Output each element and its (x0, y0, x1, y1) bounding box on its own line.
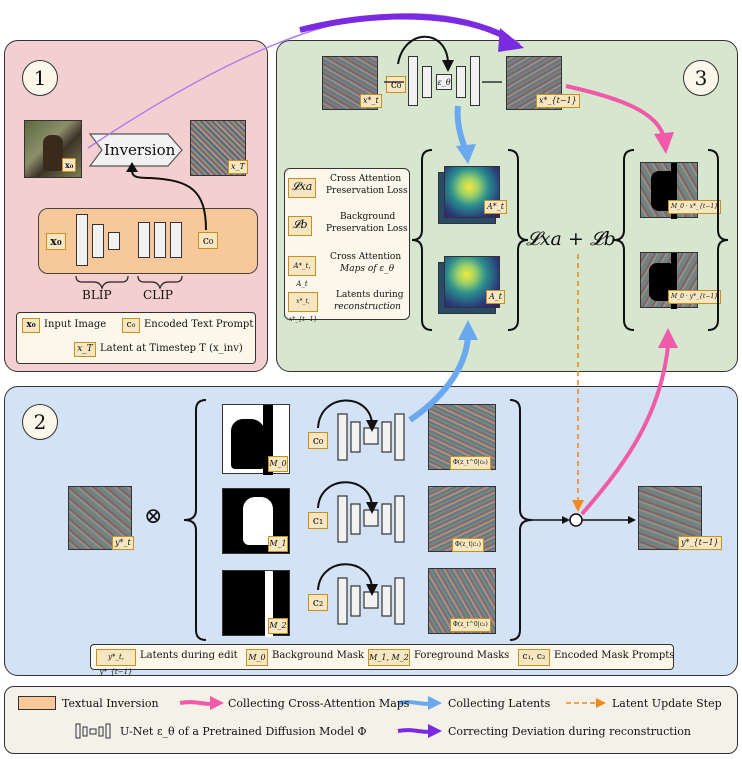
legend-fg-key: M_1, M_2 (368, 649, 410, 666)
attn-tag-yt: A_t (486, 290, 505, 304)
edit-input-tag: y*_t (112, 536, 134, 550)
legend-lat-key: x*_t, x*_{t−1} (288, 292, 318, 323)
xt-tag: x*_t (360, 94, 382, 108)
blip-label: BLIP (82, 288, 112, 302)
tree-silhouette-2 (671, 253, 677, 309)
blip-bar-3 (108, 232, 120, 250)
mask-m0-tree (263, 405, 273, 475)
mask-tag-xt: M_0 · x*_{t−1} (668, 200, 721, 214)
xt-latent-image (322, 56, 378, 110)
clip-bar-2 (154, 222, 166, 258)
mask-m1-tag: M_1 (268, 536, 288, 552)
legend-xT-text: Latent at Timestep T (x_inv) (100, 343, 243, 354)
mask-m2-tree (265, 571, 273, 637)
legend-prompt-key: c₁, c₂ (518, 649, 550, 666)
legend-lat-line2: reconstruction (334, 302, 401, 312)
legend-latents-text-2: Collecting Latents (448, 697, 551, 710)
legend-lxa-key: 𝓛xa (288, 178, 316, 198)
legend-latents-text: Latents during edit (140, 650, 238, 661)
legend-unet-text: U-Net ε_θ of a Pretrained Diffusion Mode… (120, 725, 367, 738)
legend-lb-key: 𝓛b (288, 216, 312, 236)
c0-tag-panel1: c₀ (198, 232, 218, 249)
clip-label: CLIP (143, 288, 173, 302)
legend-lb-line2: Preservation Loss (326, 224, 408, 234)
prompt-c0-tag: c₀ (308, 432, 328, 449)
panel1-number: 1 (22, 60, 58, 96)
legend-ti-swatch (18, 696, 56, 710)
legend-correct-text: Correcting Deviation during reconstructi… (448, 725, 691, 738)
bear-shape (43, 135, 63, 171)
mask-m0-bear (231, 419, 265, 469)
prompt-c2-tag: c₂ (308, 594, 328, 611)
clip-bar-3 (170, 222, 182, 258)
unet-bar-2 (422, 66, 432, 98)
prompt-c1-tag: c₁ (308, 512, 328, 529)
panel3-number: 3 (683, 60, 719, 96)
legend-latents-key: y*_t, y*_{t−1} (96, 649, 136, 676)
unet-bar-1 (408, 56, 418, 106)
legend-attn-line2: Maps of ε_θ (340, 264, 395, 274)
x0-small-tag: x₀ (46, 233, 66, 250)
mask-tag-yt: M_0 · y*_{t−1} (668, 290, 721, 304)
legend-c0-text: Encoded Text Prompt (144, 319, 254, 330)
legend-prompt-text: Encoded Mask Prompts (554, 650, 675, 661)
legend-attn-key: A*_t, A_t (288, 256, 316, 288)
legend-c0-key: c₀ (122, 318, 140, 333)
x0-tag: x₀ (62, 158, 77, 172)
legend-panel (4, 686, 738, 754)
legend-attn-text: Collecting Cross-Attention Maps (228, 697, 410, 710)
c0-tag-panel3: c₀ (386, 76, 406, 93)
inversion-arrow-shape (88, 133, 183, 167)
mask-m0-tag: M_0 (268, 456, 288, 472)
legend-bg-text: Background Mask (272, 650, 365, 661)
blip-bar-1 (76, 214, 88, 266)
clip-bar-1 (138, 222, 150, 258)
legend-ti-text: Textual Inversion (62, 697, 159, 710)
blip-bar-2 (92, 224, 104, 258)
tree-silhouette (671, 163, 677, 219)
legend-lxa-line1: Cross Attention (330, 174, 402, 184)
legend-x0-text: Input Image (44, 319, 107, 330)
loss-formula: 𝓛xa + 𝓛b (526, 228, 616, 250)
legend-bg-key: M_0 (246, 649, 268, 666)
legend-x0-key: x₀ (22, 318, 40, 333)
legend-lat-line1: Latents during (336, 290, 404, 300)
legend-xT-key: x_T (74, 342, 96, 357)
legend-fg-text: Foreground Masks (414, 650, 510, 661)
attn-tag-xt: A*_t (484, 200, 507, 214)
otimes-symbol: ⊗ (144, 504, 163, 529)
out-row2-tag: Φ(z_t^0|c₂) (450, 618, 491, 632)
legend-lxa-line2: Preservation Loss (326, 186, 408, 196)
edit-output-tag: y*_{t−1} (678, 536, 722, 550)
xt1-tag: x*_{t−1} (536, 94, 580, 108)
out-row1-tag: Φ(z_t|c₁) (452, 538, 484, 552)
legend-update-text: Latent Update Step (612, 697, 722, 710)
legend-lb-line1: Background (340, 212, 396, 222)
unet-eps: ε_θ (436, 74, 452, 90)
unet-bar-5 (470, 56, 480, 106)
unet-bar-4 (456, 66, 466, 98)
panel2-number: 2 (22, 404, 58, 440)
legend-attn-line1: Cross Attention (330, 252, 402, 262)
xT-tag: x_T (228, 160, 248, 174)
mask-m2-tag: M_2 (268, 618, 288, 634)
out-row0-tag: Φ(z_t^0|c₀) (450, 456, 491, 470)
inversion-label: Inversion (104, 141, 176, 159)
